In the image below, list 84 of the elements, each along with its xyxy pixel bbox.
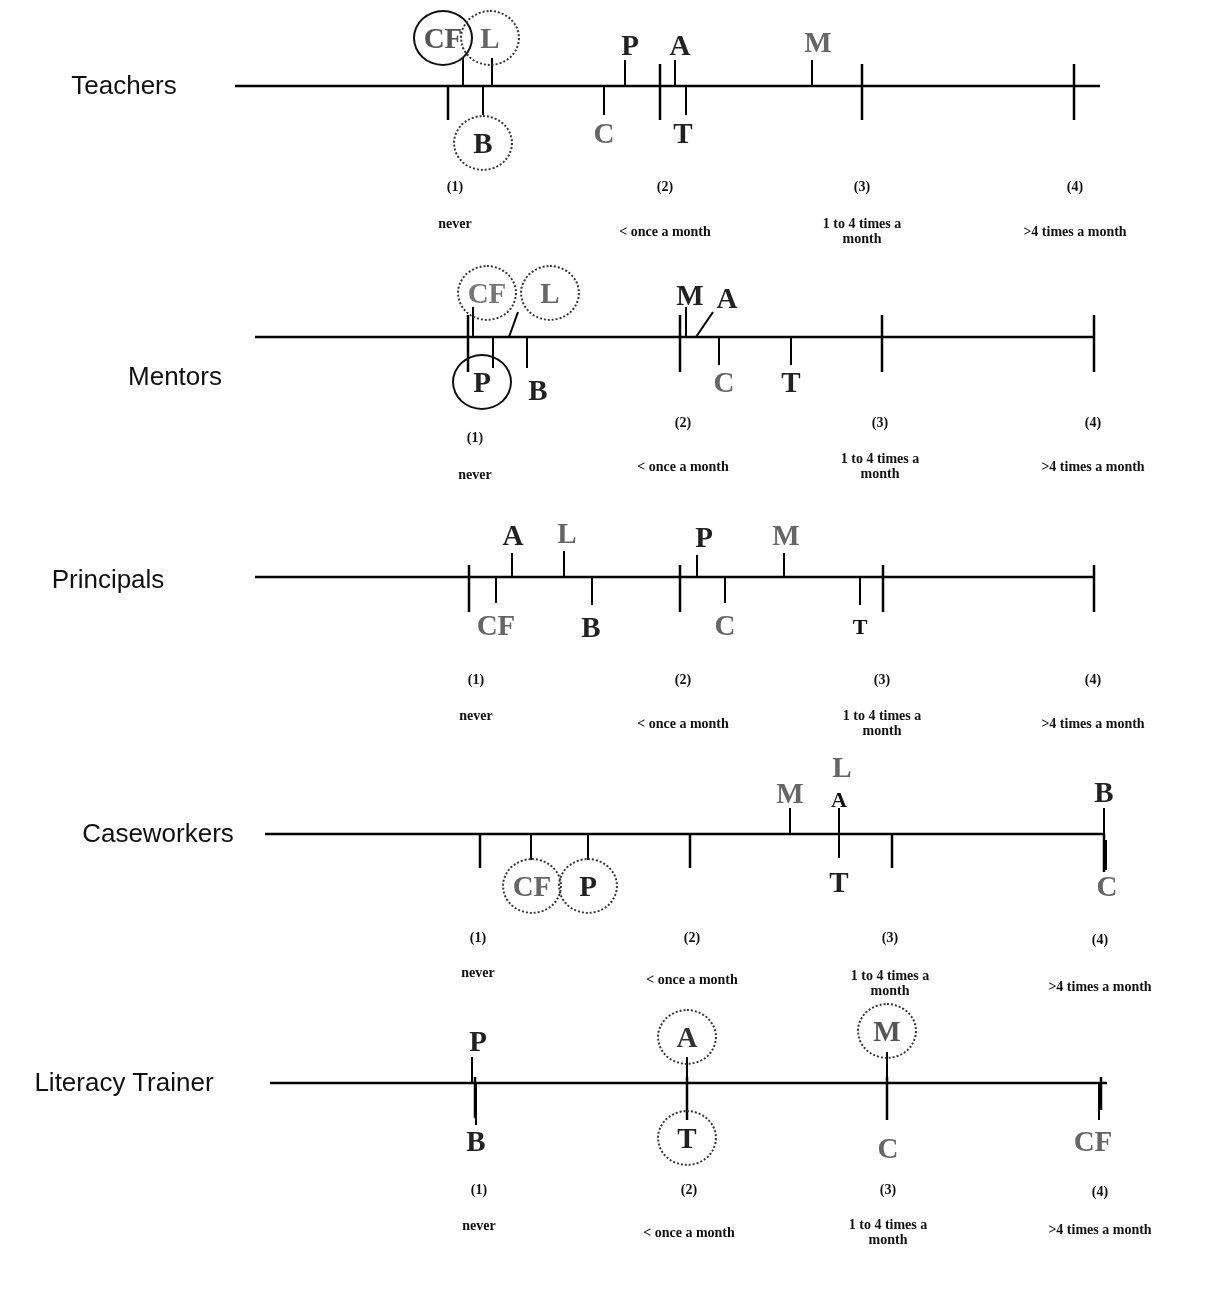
- scale-text: never: [461, 1218, 497, 1234]
- circled-marker: CF: [413, 10, 473, 66]
- scale-text: >4 times a month: [1022, 224, 1128, 240]
- marker-letter: CF: [476, 609, 516, 641]
- scale-number: (4): [1066, 179, 1084, 195]
- marker-letter: C: [713, 366, 735, 398]
- scale-text: 1 to 4 times a month: [839, 452, 921, 482]
- scale-text: never: [460, 965, 496, 981]
- circled-marker: P: [558, 858, 618, 914]
- marker-letter: C: [714, 609, 736, 641]
- scale-text: < once a month: [618, 224, 712, 240]
- marker-letter: T: [852, 615, 868, 639]
- marker-letter: L: [832, 751, 852, 783]
- marker-letter: C: [593, 117, 615, 149]
- scale-number: (3): [871, 415, 889, 431]
- scale-number: (1): [467, 672, 485, 688]
- marker-letter: A: [502, 519, 524, 551]
- marker-letter: B: [581, 611, 601, 643]
- scale-number: (4): [1084, 415, 1102, 431]
- marker-letter: CF: [1073, 1125, 1113, 1157]
- scale-number: (3): [873, 672, 891, 688]
- scale-text: 1 to 4 times a month: [821, 217, 903, 247]
- scale-number: (2): [674, 672, 692, 688]
- scale-number: (1): [446, 179, 464, 195]
- circled-marker: CF: [502, 858, 562, 914]
- scale-text: >4 times a month: [1040, 459, 1146, 475]
- scale-text: < once a month: [645, 972, 739, 988]
- marker-letter: B: [1094, 776, 1114, 808]
- scale-number: (2): [680, 1182, 698, 1198]
- marker-letter: P: [469, 1025, 487, 1057]
- marker-letter: A: [669, 29, 691, 61]
- circled-marker: L: [460, 10, 520, 66]
- marker-letter: M: [676, 279, 704, 311]
- marker-letter: M: [772, 519, 800, 551]
- scale-number: (2): [656, 179, 674, 195]
- scale-number: (4): [1091, 932, 1109, 948]
- marker-letter: L: [557, 517, 577, 549]
- scale-text: >4 times a month: [1040, 716, 1146, 732]
- scale-number: (1): [466, 430, 484, 446]
- row-label: Principals: [51, 566, 165, 594]
- scale-number: (4): [1091, 1184, 1109, 1200]
- scale-text: never: [458, 708, 494, 724]
- scale-number: (4): [1084, 672, 1102, 688]
- scale-text: never: [437, 216, 473, 232]
- marker-letter: P: [695, 521, 713, 553]
- scale-text: 1 to 4 times a month: [847, 1218, 929, 1248]
- scale-text: 1 to 4 times a month: [841, 709, 923, 739]
- row-label: Caseworkers: [82, 820, 234, 848]
- scale-text: never: [457, 467, 493, 483]
- row-label: Teachers: [71, 72, 177, 100]
- scale-number: (2): [674, 415, 692, 431]
- marker-letter: A: [716, 282, 738, 314]
- scale-text: < once a month: [636, 459, 730, 475]
- row-label: Mentors: [128, 363, 222, 391]
- circled-marker: B: [453, 115, 513, 171]
- scale-number: (3): [881, 930, 899, 946]
- marker-letter: B: [466, 1125, 486, 1157]
- scale-number: (2): [683, 930, 701, 946]
- scale-number: (3): [879, 1182, 897, 1198]
- scale-number: (3): [853, 179, 871, 195]
- scale-number: (1): [470, 1182, 488, 1198]
- scale-number: (1): [469, 930, 487, 946]
- row-label: Literacy Trainer: [34, 1069, 214, 1097]
- marker-letter: T: [829, 866, 849, 898]
- marker-letter: B: [528, 374, 548, 406]
- scale-text: 1 to 4 times a month: [849, 969, 931, 999]
- circled-marker: A: [657, 1009, 717, 1065]
- marker-letter: T: [673, 117, 693, 149]
- marker-letter: T: [781, 366, 801, 398]
- marker-letter: M: [804, 26, 832, 58]
- marker-letter: P: [621, 29, 639, 61]
- circled-marker: CF: [457, 265, 517, 321]
- circled-marker: L: [520, 265, 580, 321]
- circled-marker: M: [857, 1003, 917, 1059]
- marker-letter: C: [1096, 870, 1118, 902]
- scale-text: >4 times a month: [1047, 979, 1153, 995]
- circled-marker: P: [452, 354, 512, 410]
- marker-letter: C: [877, 1132, 899, 1164]
- circled-marker: T: [657, 1110, 717, 1166]
- scale-text: < once a month: [642, 1225, 736, 1241]
- marker-letter: M: [776, 777, 804, 809]
- scale-text: < once a month: [636, 716, 730, 732]
- marker-letter: A: [831, 788, 847, 812]
- scale-text: >4 times a month: [1047, 1222, 1153, 1238]
